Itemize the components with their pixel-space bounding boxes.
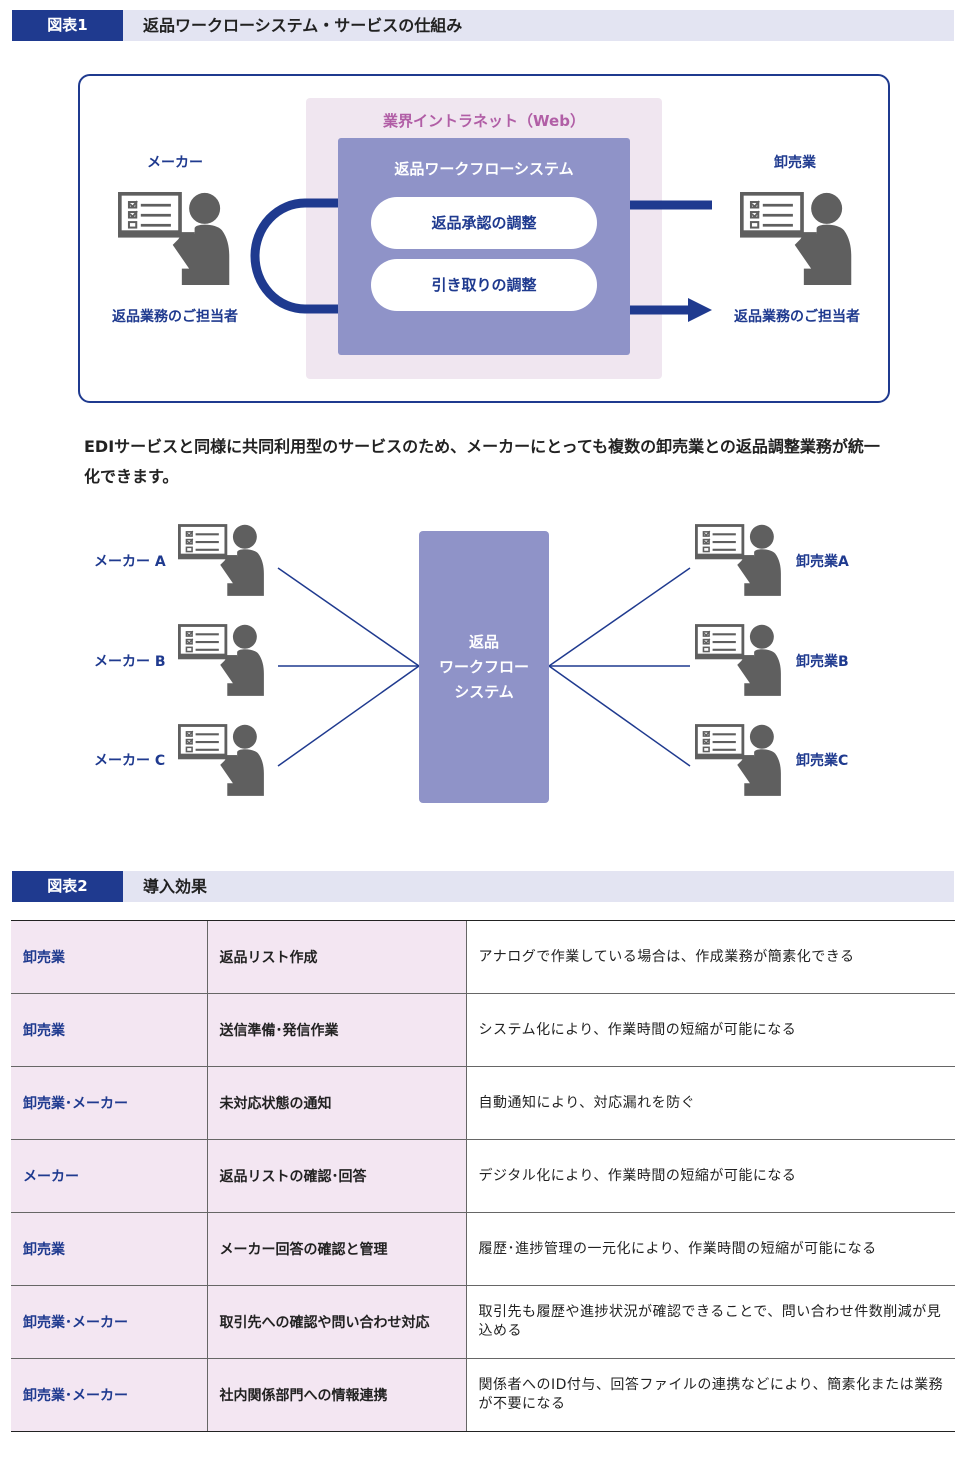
row-actor: メーカー [11, 1139, 207, 1213]
wholesaler-label: 卸売業 [774, 155, 816, 171]
wholesaler-c-person-icon [695, 723, 783, 798]
row-effect: 取引先も履歴や進捗状況が確認できることで、問い合わせ件数削減が見込める [465, 1285, 955, 1359]
row-effect: 関係者へのID付与、回答ファイルの連携などにより、簡素化または業務が不要になる [465, 1358, 955, 1432]
intranet-label: 業界イントラネット（Web） [383, 112, 585, 130]
wholesaler-flow-arrowhead [688, 298, 712, 322]
central-label-line1: 返品 [468, 633, 499, 651]
figure1-title: 返品ワークローシステム・サービスの仕組み [143, 16, 463, 35]
diagram-graphics [118, 192, 854, 798]
link-maker-a [277, 567, 420, 667]
wholesaler-b-person-icon [695, 623, 783, 698]
wholesaler-a-person-icon [695, 523, 783, 598]
wholesaler-person-icon [740, 192, 854, 285]
row-task: 未対応状態の通知 [206, 1066, 466, 1140]
table-row: 卸売業･メーカー 取引先への確認や問い合わせ対応 取引先も履歴や進捗状況が確認で… [11, 1285, 955, 1359]
table-row: 卸売業･メーカー 社内関係部門への情報連携 関係者へのID付与、回答ファイルの連… [11, 1358, 955, 1432]
row-effect: デジタル化により、作業時間の短縮が可能になる [465, 1139, 955, 1213]
central-workflow-label: 返品 ワークフロー システム [419, 630, 549, 705]
wholesaler-a-label: 卸売業A [796, 554, 849, 570]
link-wholesaler-a [548, 567, 691, 667]
table-row: メーカー 返品リストの確認･回答 デジタル化により、作業時間の短縮が可能になる [11, 1139, 955, 1213]
figure2-title: 導入効果 [143, 877, 208, 896]
row-actor: 卸売業･メーカー [11, 1066, 207, 1140]
row-effect: 履歴･進捗管理の一元化により、作業時間の短縮が可能になる [465, 1212, 955, 1286]
figure2-tag: 図表2 [12, 871, 123, 902]
row-task: 取引先への確認や問い合わせ対応 [206, 1285, 466, 1359]
row-task: 送信準備･発信作業 [206, 993, 466, 1067]
maker-label: メーカー [147, 155, 203, 171]
maker-b-person-icon [178, 623, 266, 698]
row-actor: 卸売業･メーカー [11, 1285, 207, 1359]
wholesaler-b-label: 卸売業B [796, 654, 849, 670]
maker-b-label: メーカー B [94, 654, 166, 670]
central-label-line3: システム [454, 683, 514, 701]
effects-table: 卸売業 返品リスト作成 アナログで作業している場合は、作成業務が簡素化できる 卸… [11, 920, 955, 1432]
table-row: 卸売業･メーカー 未対応状態の通知 自動通知により、対応漏れを防ぐ [11, 1066, 955, 1140]
row-effect: アナログで作業している場合は、作成業務が簡素化できる [465, 920, 955, 994]
table-row: 卸売業 メーカー回答の確認と管理 履歴･進捗管理の一元化により、作業時間の短縮が… [11, 1212, 955, 1286]
row-task: 社内関係部門への情報連携 [206, 1358, 466, 1432]
table-row: 卸売業 返品リスト作成 アナログで作業している場合は、作成業務が簡素化できる [11, 920, 955, 994]
central-label-line2: ワークフロー [438, 658, 529, 676]
central-workflow-box [419, 531, 549, 803]
maker-a-label: メーカー A [94, 554, 166, 570]
row-actor: 卸売業 [11, 993, 207, 1067]
figure1-tag: 図表1 [12, 10, 123, 41]
link-maker-c [277, 665, 420, 767]
row-actor: 卸売業･メーカー [11, 1358, 207, 1432]
approval-adjustment-pill: 返品承認の調整 [371, 197, 597, 249]
description-text: EDIサービスと同様に共同利用型のサービスのため、メーカーにとっても複数の卸売業… [84, 437, 880, 486]
maker-flow-arrow [250, 198, 338, 314]
row-task: メーカー回答の確認と管理 [206, 1212, 466, 1286]
row-actor: 卸売業 [11, 1212, 207, 1286]
row-task: 返品リストの確認･回答 [206, 1139, 466, 1213]
maker-person-icon [118, 192, 232, 285]
row-effect: システム化により、作業時間の短縮が可能になる [465, 993, 955, 1067]
row-actor: 卸売業 [11, 920, 207, 994]
row-task: 返品リスト作成 [206, 920, 466, 994]
workflow-system-title: 返品ワークフローシステム [394, 160, 574, 178]
maker-c-person-icon [178, 723, 266, 798]
table-row: 卸売業 送信準備･発信作業 システム化により、作業時間の短縮が可能になる [11, 993, 955, 1067]
maker-c-label: メーカー C [94, 753, 166, 769]
figure2-header: 図表2 導入効果 [12, 871, 954, 902]
row-effect: 自動通知により、対応漏れを防ぐ [465, 1066, 955, 1140]
wholesaler-c-label: 卸売業C [796, 753, 849, 769]
figure1-header: 図表1 返品ワークローシステム・サービスの仕組み [12, 10, 954, 41]
pickup-adjustment-pill: 引き取りの調整 [371, 259, 597, 311]
maker-a-person-icon [178, 523, 266, 598]
wholesaler-role-label: 返品業務のご担当者 [734, 309, 860, 325]
link-wholesaler-c [548, 665, 691, 767]
maker-role-label: 返品業務のご担当者 [112, 309, 238, 325]
